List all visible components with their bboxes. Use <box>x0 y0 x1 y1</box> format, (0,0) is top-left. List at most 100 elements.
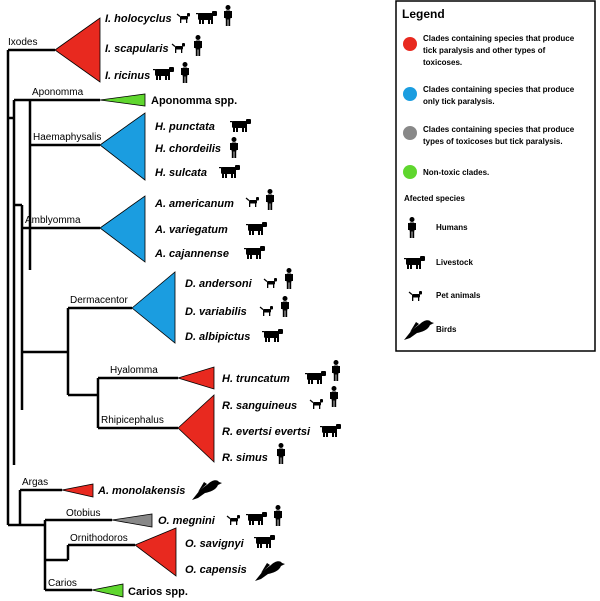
legend-green-line1: Non-toxic clades. <box>423 168 489 177</box>
legend: Legend Clades containing species that pr… <box>395 0 596 352</box>
species-h-sulcata: H. sulcata <box>155 167 207 179</box>
clade-labels: Ixodes Aponomma Haemaphysalis Amblyomma … <box>8 37 164 589</box>
pet-icon <box>309 398 324 410</box>
clade-label-hyalomma: Hyalomma <box>110 365 158 376</box>
human-icon <box>274 505 282 526</box>
pet-icon <box>171 42 186 54</box>
legend-box <box>395 0 596 352</box>
species-o-capensis: O. capensis <box>185 564 247 576</box>
human-icon <box>332 360 340 381</box>
clade-label-ixodes: Ixodes <box>8 37 37 48</box>
species-h-chordeilis: H. chordeilis <box>155 143 221 155</box>
legend-birds: Birds <box>436 325 457 334</box>
species-d-variabilis: D. variabilis <box>185 306 247 318</box>
species-i-ricinus: I. ricinus <box>105 70 150 82</box>
pet-icon <box>263 277 278 289</box>
legend-red-line1: Clades containing species that produce <box>423 34 575 43</box>
species-r-evertsi: R. evertsi evertsi <box>222 426 311 438</box>
clade-label-otobius: Otobius <box>66 508 100 519</box>
triangle-ornithodoros <box>134 527 177 577</box>
legend-blue-line2: only tick paralysis. <box>423 97 495 106</box>
species-d-andersoni: D. andersoni <box>185 278 253 290</box>
human-icon <box>285 268 293 289</box>
legend-affected-title: Afected species <box>404 194 465 203</box>
livestock-icon <box>153 67 174 80</box>
pet-icon <box>176 12 191 24</box>
species-carios-spp: Carios spp. <box>128 586 188 598</box>
clade-label-haemaphysalis: Haemaphysalis <box>33 132 101 143</box>
human-icon <box>224 5 232 26</box>
legend-gray-dot <box>403 126 417 140</box>
clade-triangles <box>54 17 215 598</box>
legend-red-dot <box>403 37 417 51</box>
clade-label-rhipicephalus: Rhipicephalus <box>101 415 164 426</box>
livestock-icon <box>246 512 267 525</box>
species-o-savignyi: O. savignyi <box>185 538 245 550</box>
bird-icon <box>255 561 285 581</box>
clade-label-argas: Argas <box>22 477 48 488</box>
livestock-icon <box>219 165 240 178</box>
triangle-argas <box>61 483 94 498</box>
species-i-scapularis: I. scapularis <box>105 43 169 55</box>
species-a-cajannense: A. cajannense <box>154 248 229 260</box>
triangle-amblyomma <box>99 195 146 263</box>
legend-green-dot <box>403 165 417 179</box>
legend-red-line2: tick paralysis and other types of <box>423 46 546 55</box>
triangle-dermacentor <box>131 271 176 344</box>
tree-branches <box>6 48 178 592</box>
clade-label-dermacentor: Dermacentor <box>70 295 128 306</box>
species-a-monolakensis: A. monolakensis <box>97 485 185 497</box>
species-i-holocyclus: I. holocyclus <box>105 13 172 25</box>
livestock-icon <box>320 424 341 437</box>
legend-humans: Humans <box>436 223 468 232</box>
triangle-otobius <box>111 513 153 528</box>
human-icon <box>277 443 285 464</box>
human-icon <box>181 62 189 83</box>
species-labels: I. holocyclus I. scapularis I. ricinus A… <box>97 13 311 598</box>
human-icon <box>266 189 274 210</box>
legend-blue-dot <box>403 87 417 101</box>
livestock-icon <box>305 371 326 384</box>
species-aponomma-spp: Aponomma spp. <box>151 95 237 107</box>
species-r-sanguineus: R. sanguineus <box>222 400 297 412</box>
legend-livestock: Livestock <box>436 258 473 267</box>
livestock-icon <box>244 246 265 259</box>
human-icon <box>330 386 338 407</box>
triangle-ixodes <box>54 17 101 83</box>
livestock-icon <box>254 535 275 548</box>
species-h-punctata: H. punctata <box>155 121 215 133</box>
legend-pets: Pet animals <box>436 291 481 300</box>
triangle-hyalomma <box>176 366 215 390</box>
livestock-icon <box>246 222 267 235</box>
legend-gray-line2: types of toxicoses but tick paralysis. <box>423 137 563 146</box>
species-r-simus: R. simus <box>222 452 268 464</box>
legend-gray-line1: Clades containing species that produce <box>423 125 575 134</box>
clade-label-ornithodoros: Ornithodoros <box>70 533 128 544</box>
triangle-carios <box>91 583 124 598</box>
livestock-icon <box>196 11 217 24</box>
legend-blue-line1: Clades containing species that produce <box>423 85 575 94</box>
human-icon <box>281 296 289 317</box>
triangle-haemaphysalis <box>99 112 146 181</box>
species-o-megnini: O. megnini <box>158 515 216 527</box>
livestock-icon <box>230 119 251 132</box>
clade-label-amblyomma: Amblyomma <box>25 215 81 226</box>
species-a-variegatum: A. variegatum <box>154 224 228 236</box>
human-icon <box>230 137 238 158</box>
pet-icon <box>259 305 274 317</box>
clade-label-aponomma: Aponomma <box>32 87 84 98</box>
triangle-rhipicephalus <box>177 394 215 463</box>
species-h-truncatum: H. truncatum <box>222 373 290 385</box>
pet-icon <box>226 514 241 526</box>
bird-icon <box>192 480 222 500</box>
species-a-americanum: A. americanum <box>154 198 234 210</box>
pet-icon <box>245 196 260 208</box>
livestock-icon <box>262 329 283 342</box>
legend-red-line3: toxicoses. <box>423 58 462 67</box>
human-icon <box>194 35 202 56</box>
clade-label-carios: Carios <box>48 578 77 589</box>
legend-title: Legend <box>402 7 445 21</box>
triangle-aponomma <box>99 93 146 107</box>
species-d-albipictus: D. albipictus <box>185 331 250 343</box>
